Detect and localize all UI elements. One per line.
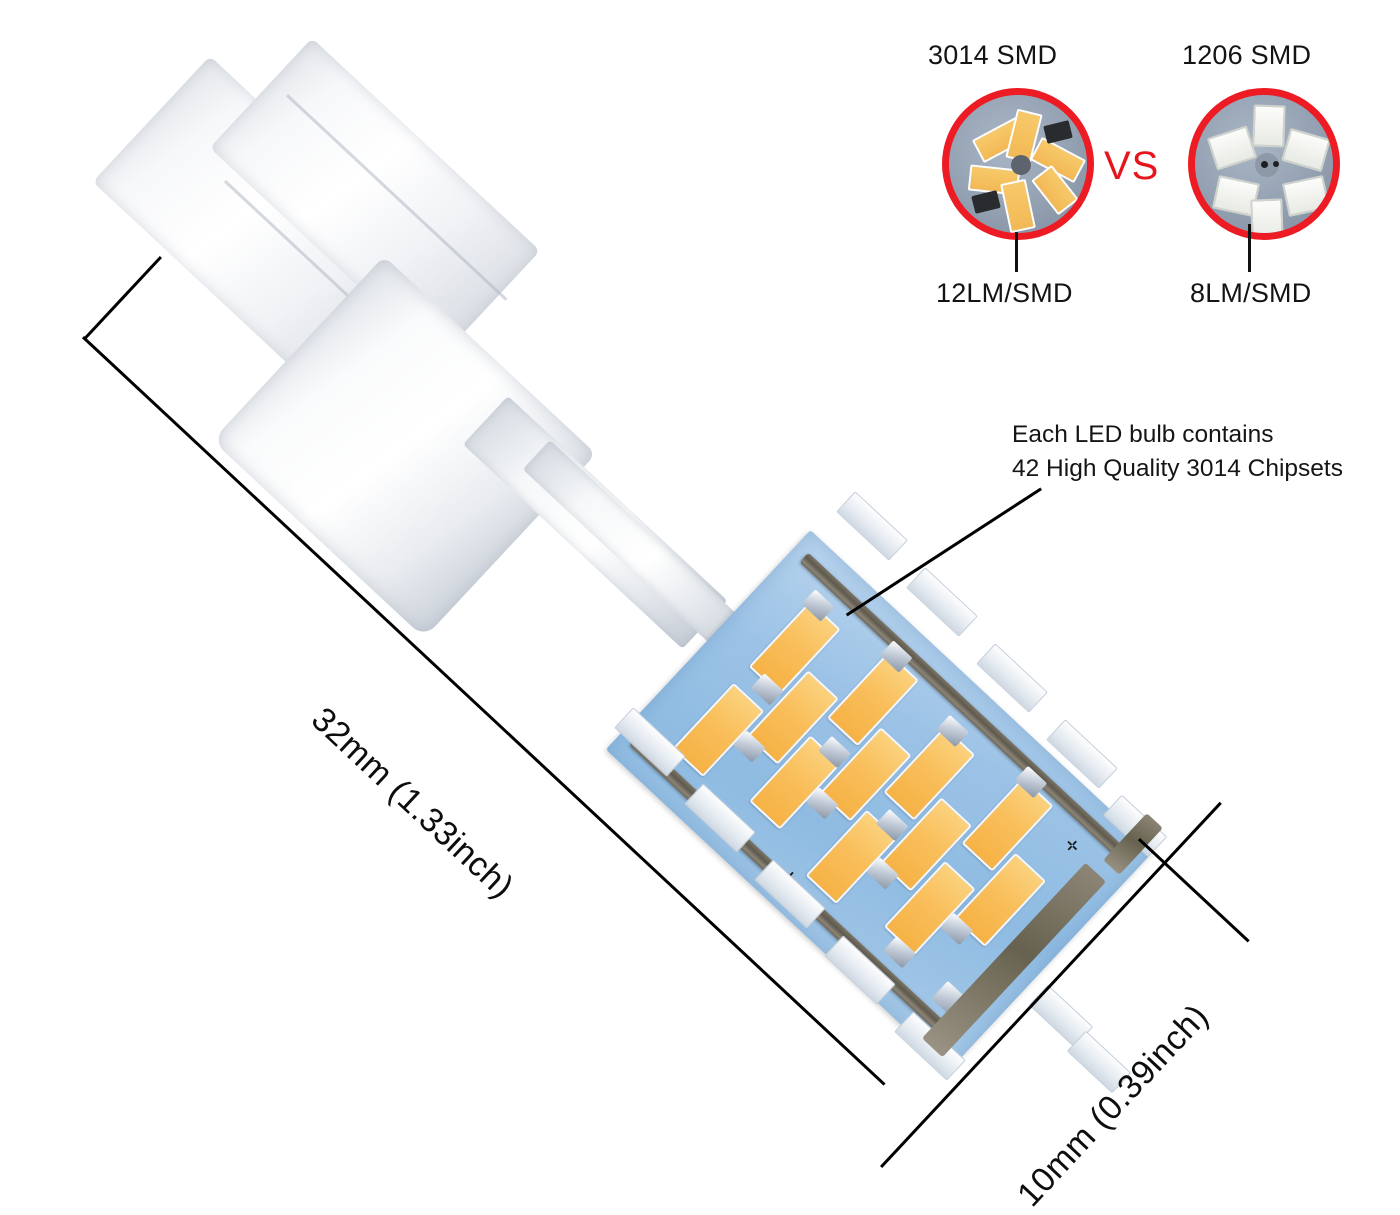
right-output-pointer <box>1248 224 1251 272</box>
led-chip <box>961 777 1054 872</box>
led-chip <box>672 682 765 778</box>
side-led-chip <box>906 567 978 637</box>
led-chip <box>883 726 976 821</box>
side-led-chip <box>836 491 908 561</box>
bulb-plastic-base <box>92 38 830 668</box>
led-chip <box>826 651 919 747</box>
chipset-callout-line2: 42 High Quality 3014 Chipsets <box>1012 455 1343 482</box>
right-smd-title: 1206 SMD <box>1182 40 1312 70</box>
left-smd-title: 3014 SMD <box>928 40 1058 70</box>
left-output-pointer <box>1015 232 1018 272</box>
right-output-label: 8LM/SMD <box>1190 278 1312 308</box>
led-board-3014-icon <box>942 88 1094 240</box>
versus-label: VS <box>1104 144 1160 188</box>
left-output-label: 12LM/SMD <box>936 278 1073 308</box>
led-board-1206-icon <box>1188 88 1340 240</box>
polarity-mark: ✛ <box>1060 835 1083 858</box>
chipset-callout-line1: Each LED bulb contains <box>1012 421 1274 448</box>
